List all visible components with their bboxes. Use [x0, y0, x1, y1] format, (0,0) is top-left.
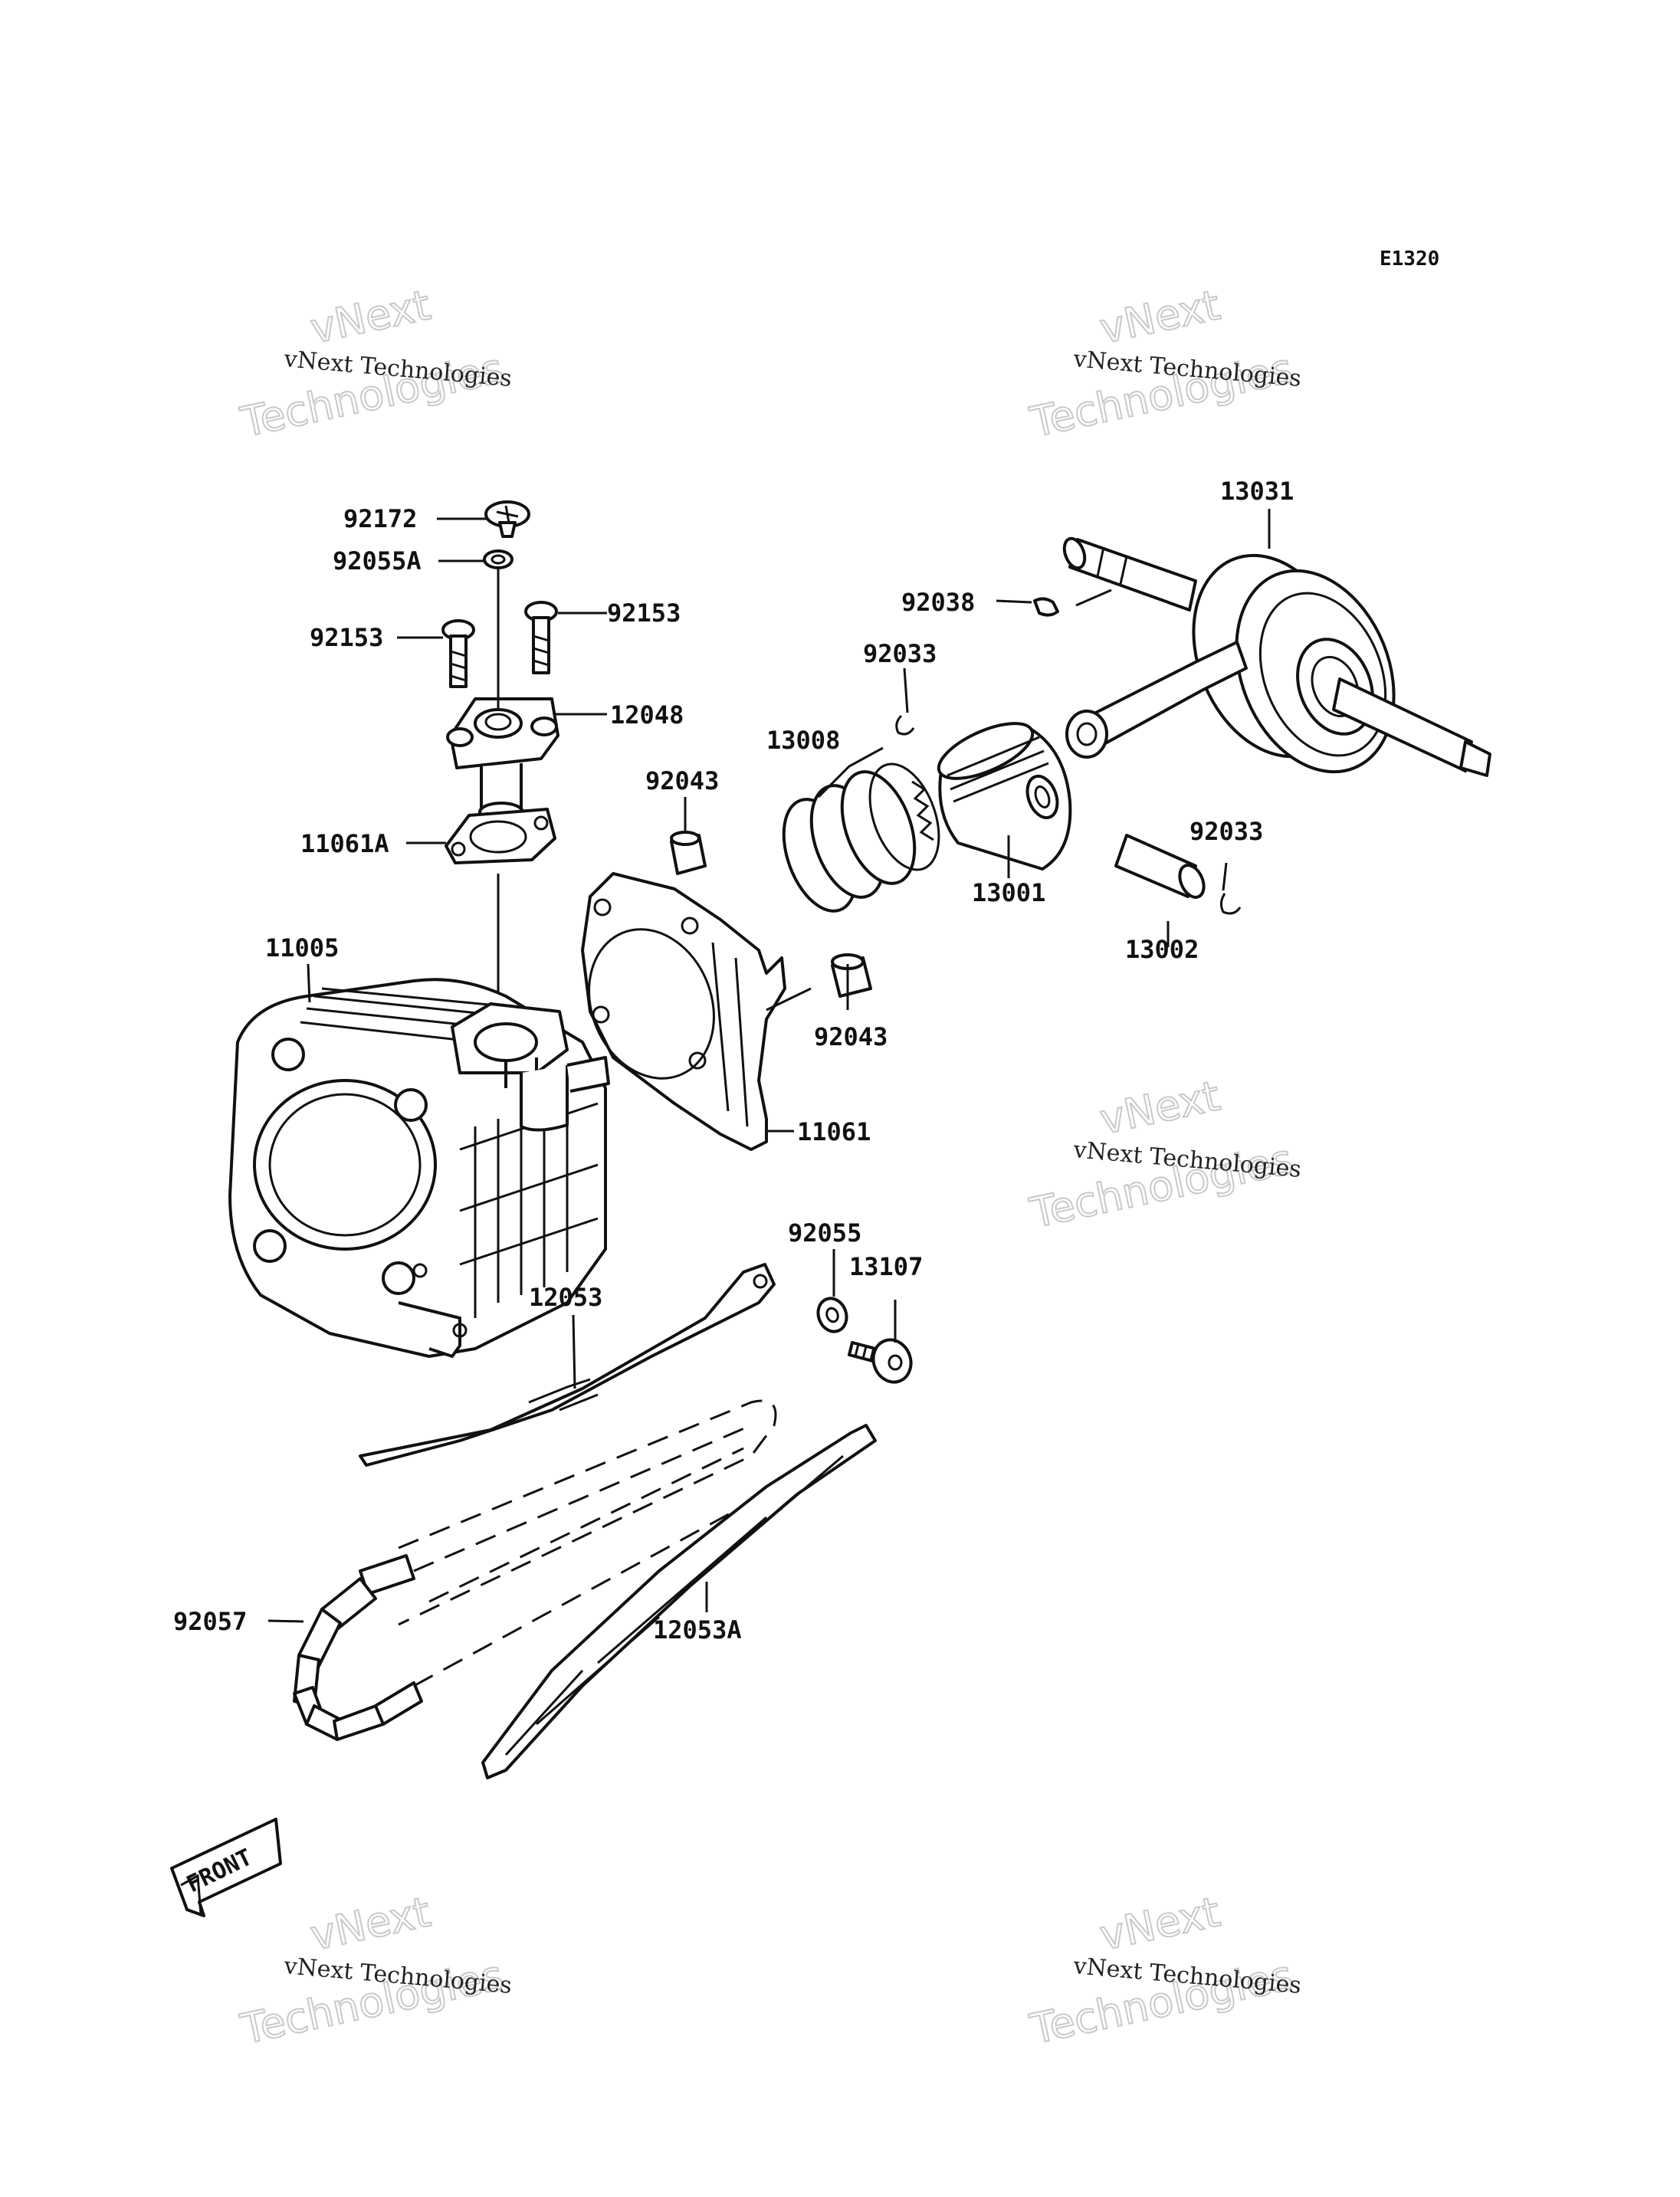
piston-pin-13002 [1114, 834, 1206, 899]
label-13002: 13002 [1125, 935, 1199, 964]
label-13031: 13031 [1220, 477, 1294, 506]
front-direction-marker: FRONT [170, 1818, 282, 1917]
label-12053: 12053 [529, 1283, 602, 1312]
watermark-top-right: vNext Technologies vNext Technologies [1025, 280, 1303, 448]
washer-92055A [483, 549, 514, 569]
watermark-big-line1: vNext [307, 1887, 435, 1959]
label-11005: 11005 [265, 933, 339, 962]
label-92033-right: 92033 [1189, 817, 1263, 846]
watermark-mid-right: vNext Technologies vNext Technologies [1025, 1071, 1303, 1238]
cap-screw-92172 [484, 500, 530, 538]
part-labels: 92172 92055A 92153 92153 12048 11061A 11… [173, 477, 1294, 1644]
key-92038 [1033, 597, 1059, 617]
label-92057: 92057 [173, 1607, 247, 1636]
label-11061A: 11061A [300, 829, 389, 858]
piston-rings-13008 [782, 746, 940, 913]
clip-92033-top [895, 714, 915, 736]
watermark-bottom-left: vNext Technologies vNext Technologies [236, 1887, 514, 2054]
label-92153-right: 92153 [607, 598, 681, 628]
label-13107: 13107 [849, 1252, 923, 1281]
label-92153-left: 92153 [310, 623, 383, 652]
label-92033-top: 92033 [863, 639, 937, 668]
bolt-92153-right [524, 601, 558, 674]
label-12053A: 12053A [653, 1615, 742, 1644]
gasket-11061A [445, 808, 556, 864]
watermark-big-line1: vNext [307, 280, 435, 353]
piston-13001 [937, 722, 1072, 871]
label-13001: 13001 [972, 878, 1045, 907]
bolt-92153-left [441, 619, 475, 688]
watermark-big-line1: vNext [1096, 1887, 1224, 1959]
watermark-big-line1: vNext [1096, 280, 1224, 353]
washer-92055 [816, 1297, 848, 1333]
crankshaft-13031 [1062, 536, 1491, 777]
cylinder-11005 [228, 978, 610, 1358]
label-92055: 92055 [788, 1218, 861, 1248]
label-92172: 92172 [343, 504, 417, 533]
clip-92033-right [1219, 893, 1242, 915]
label-92043-top: 92043 [645, 766, 719, 795]
watermark-top-left: vNext Technologies vNext Technologies [236, 280, 514, 448]
dowel-92043-top [670, 831, 707, 875]
label-13008: 13008 [766, 726, 840, 755]
label-92055A: 92055A [333, 546, 422, 575]
label-12048: 12048 [610, 700, 684, 730]
diagram-code: E1320 [1380, 248, 1439, 271]
label-11061: 11061 [797, 1117, 871, 1146]
dowel-92043-bottom [831, 953, 872, 998]
watermark-big-line1: vNext [1096, 1071, 1224, 1143]
tensioner-assembly [441, 500, 559, 1050]
label-92043-bottom: 92043 [814, 1022, 888, 1051]
pivot-bolt-13107 [848, 1338, 913, 1384]
chain-tensioner-guide-12053 [359, 1263, 776, 1467]
chain-guide-12053A [481, 1424, 877, 1779]
leader-lines [267, 509, 1271, 1623]
gasket-11061 [581, 872, 786, 1151]
watermark-bottom-right: vNext Technologies vNext Technologies [1025, 1887, 1303, 2054]
label-92038: 92038 [901, 588, 975, 617]
cam-chain-92057 [293, 1399, 777, 1741]
